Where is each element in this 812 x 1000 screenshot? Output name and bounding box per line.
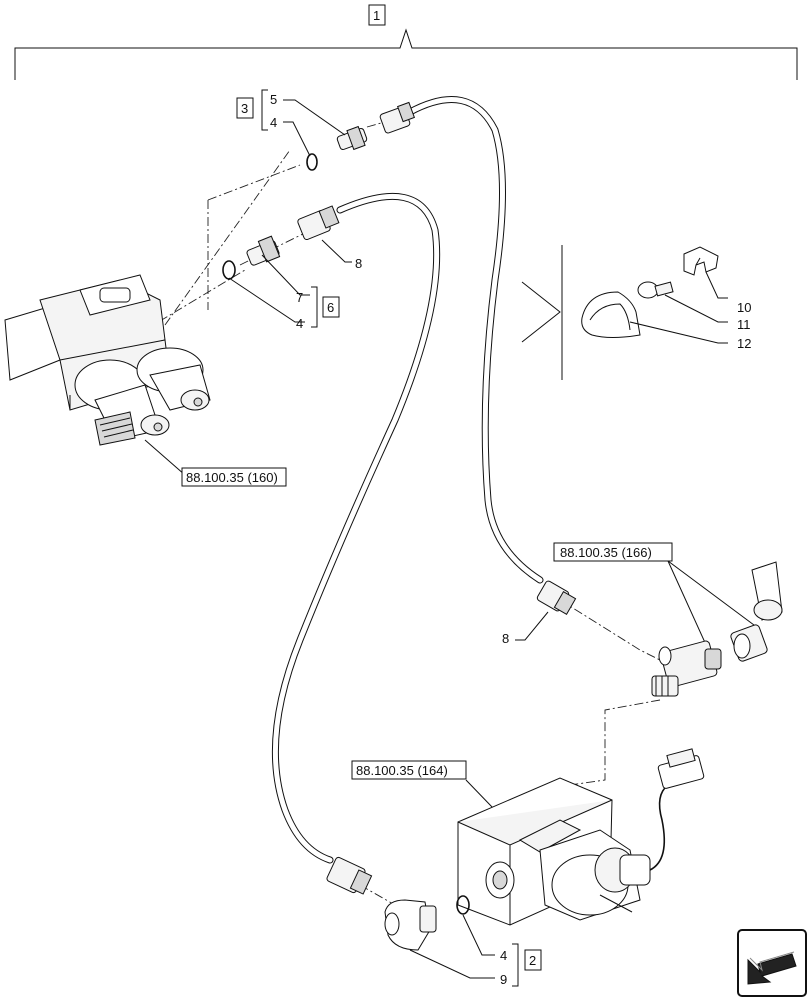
callout-1: 1	[373, 8, 380, 23]
o-ring-4-bottom	[456, 895, 470, 915]
tee-fitting	[651, 640, 722, 697]
elbow-top-right	[730, 561, 783, 662]
callout-group-2: 4 9 2	[409, 914, 542, 987]
callout-3: 3	[241, 101, 248, 116]
callout-12: 12	[737, 336, 751, 351]
callout-8-top: 8	[355, 256, 362, 271]
electrical-connector	[649, 748, 705, 871]
elbow-fitting-9	[384, 899, 437, 951]
reference-164-label: 88.100.35 (164)	[356, 763, 448, 778]
hose-nut-lower-left	[326, 856, 373, 895]
callout-5: 5	[270, 92, 277, 107]
callout-group-6: 7 4 6	[228, 254, 340, 331]
hose-nut-8-lower	[536, 580, 577, 615]
reference-164: 88.100.35 (164)	[351, 760, 494, 809]
callout-7: 7	[296, 290, 303, 305]
fitting-5	[336, 125, 368, 151]
callout-8-upper: 8	[321, 239, 362, 271]
hose-long-right	[406, 96, 544, 584]
valve-block-upper	[4, 274, 211, 446]
reference-166-label: 88.100.35 (166)	[560, 545, 652, 560]
callout-8-bottom: 8	[502, 631, 509, 646]
callout-9: 9	[500, 972, 507, 987]
callout-4-mid: 4	[296, 316, 303, 331]
callout-2: 2	[529, 953, 536, 968]
arrow-nav-icon[interactable]	[737, 929, 807, 997]
assembly-bracket: 1	[14, 4, 798, 80]
callout-4-bottom: 4	[500, 948, 507, 963]
reference-160-label: 88.100.35 (160)	[186, 470, 278, 485]
o-ring-4-left	[222, 260, 236, 280]
hose-long-left	[271, 192, 441, 864]
hose-nut-top	[379, 101, 416, 134]
strap-12: 12	[581, 291, 751, 351]
callout-group-3: 3 5 4	[236, 89, 346, 157]
callout-4-top: 4	[270, 115, 277, 130]
reference-160: 88.100.35 (160)	[144, 439, 287, 487]
callout-10: 10	[737, 300, 751, 315]
fitting-7	[246, 235, 281, 266]
o-ring-4-top	[306, 153, 318, 171]
screw-11: 11	[637, 281, 751, 332]
valve-block-lower	[457, 777, 651, 926]
clip-10: 10	[683, 246, 751, 315]
callout-11: 11	[737, 317, 751, 332]
callout-6: 6	[327, 300, 334, 315]
section-break-symbol	[521, 245, 563, 380]
callout-8-lower: 8	[502, 611, 549, 646]
reference-166: 88.100.35 (166)	[553, 542, 759, 659]
hose-nut-8-upper	[297, 205, 340, 241]
